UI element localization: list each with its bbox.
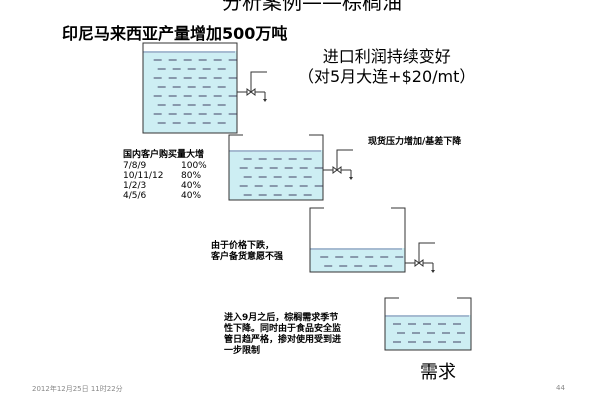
- note-line: 管日趋严格，掺对使用受到进: [224, 335, 342, 345]
- value-cell: 80%: [181, 171, 202, 181]
- table-row: 10/11/12 80%: [123, 171, 207, 181]
- production-headline: 印尼马来西亚产量增加500万吨: [62, 24, 288, 43]
- tank-outline: [228, 134, 324, 201]
- price-drop-line1: 由于价格下跌，: [211, 241, 275, 251]
- import-profit-line1: 进口利润持续变好: [322, 47, 451, 66]
- price-drop-note: 由于价格下跌， 客户备货意愿不强: [211, 241, 283, 263]
- import-profit-label: 进口利润持续变好 （对5月大连+$20/mt）: [298, 47, 475, 87]
- tank-water: [143, 51, 237, 133]
- months-cell: 7/8/9: [123, 161, 147, 171]
- table-row: 1/2/3 40%: [123, 181, 207, 191]
- valve-stem: [418, 242, 435, 263]
- outlet-arrow-icon: [431, 270, 435, 273]
- table-row: 7/8/9 100%: [123, 161, 207, 171]
- valve-stem: [250, 71, 267, 92]
- tank-outline: [384, 297, 472, 351]
- tank-outline: [142, 42, 238, 134]
- outlet-arrow-icon: [349, 177, 353, 180]
- note-line: 进入9月之后，棕榈需求季节: [224, 313, 339, 323]
- purchase-table: 7/8/9 100% 10/11/12 80% 1/2/3 40% 4/5/6 40%: [123, 161, 207, 201]
- spot-pressure-label: 现货压力增加/基差下降: [368, 137, 462, 147]
- slide-title: 分析案例——棕榈油: [222, 0, 402, 14]
- value-cell: 40%: [181, 191, 202, 201]
- page-number: 44: [556, 384, 565, 392]
- tank-water: [229, 150, 323, 200]
- value-cell: 100%: [181, 161, 207, 171]
- note-line: 性下降。同时由于食品安全监: [224, 324, 342, 334]
- domestic-purchase-heading: 国内客户购买量大增: [123, 150, 205, 160]
- footer-date: 2012年12月25日 11时22分: [32, 385, 123, 393]
- value-cell: 40%: [181, 181, 202, 191]
- months-cell: 10/11/12: [123, 171, 164, 181]
- months-cell: 4/5/6: [123, 191, 147, 201]
- price-drop-line2: 客户备货意愿不强: [211, 252, 284, 262]
- domestic-purchase-block: 国内客户购买量大增 7/8/9 100% 10/11/12 80% 1/2/3 40%…: [123, 150, 207, 201]
- months-cell: 1/2/3: [123, 181, 147, 191]
- valve-stem: [336, 149, 353, 170]
- tank-outline: [309, 207, 406, 273]
- tank-water: [310, 248, 405, 272]
- table-row: 4/5/6 40%: [123, 191, 207, 201]
- demand-label: 需求: [420, 362, 456, 383]
- note-line: 一步限制: [224, 346, 261, 356]
- september-note: 进入9月之后，棕榈需求季节 性下降。同时由于食品安全监 管日趋严格，掺对使用受到…: [224, 313, 341, 357]
- import-profit-line2: （对5月大连+$20/mt）: [298, 67, 476, 86]
- outlet-arrow-icon: [263, 99, 267, 102]
